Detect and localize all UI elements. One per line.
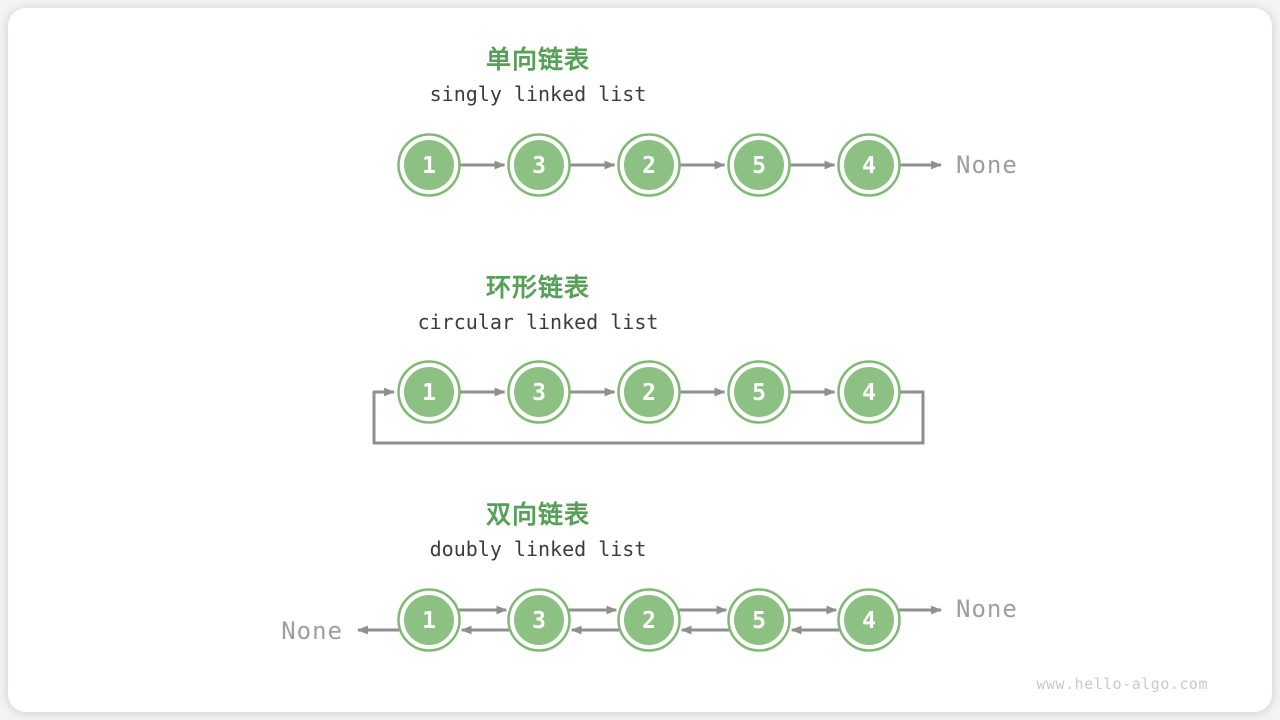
watermark: www.hello-algo.com bbox=[1036, 675, 1208, 693]
node-inner-circle bbox=[844, 140, 894, 190]
node-value: 2 bbox=[642, 153, 656, 179]
node-value: 1 bbox=[422, 608, 436, 634]
singly-linked-list-subtitle: singly linked list bbox=[429, 82, 647, 106]
loop-back-arrow bbox=[372, 387, 925, 445]
node-inner-circle bbox=[624, 140, 674, 190]
node-value: 5 bbox=[752, 380, 766, 406]
node-value: 5 bbox=[752, 153, 766, 179]
singly-linked-list-diagram: None 1 3 2 5 4 bbox=[248, 110, 1068, 222]
circular-linked-list-subtitle: circular linked list bbox=[417, 310, 659, 334]
node-value: 2 bbox=[642, 608, 656, 634]
node-inner-circle bbox=[734, 367, 784, 417]
circular-diagram-svg: 1 3 2 5 4 bbox=[372, 360, 925, 445]
none-label: None bbox=[956, 595, 1018, 623]
node-value: 1 bbox=[422, 153, 436, 179]
node-inner-circle bbox=[734, 140, 784, 190]
node-value: 1 bbox=[422, 380, 436, 406]
node-value: 4 bbox=[862, 608, 876, 634]
singly-linked-list-title: 单向链表 bbox=[485, 46, 590, 74]
node-value: 2 bbox=[642, 380, 656, 406]
node-inner-circle bbox=[844, 367, 894, 417]
node-value: 3 bbox=[532, 153, 546, 179]
node-inner-circle bbox=[624, 595, 674, 645]
none-label: None bbox=[281, 617, 343, 645]
circular-linked-list-title: 环形链表 bbox=[485, 274, 590, 302]
node-inner-circle bbox=[404, 140, 454, 190]
node-value: 3 bbox=[532, 608, 546, 634]
node-inner-circle bbox=[514, 595, 564, 645]
none-label: None bbox=[956, 151, 1018, 179]
node-inner-circle bbox=[844, 595, 894, 645]
node-inner-circle bbox=[514, 367, 564, 417]
circular-linked-list-diagram: 1 3 2 5 4 bbox=[248, 337, 1068, 449]
node-inner-circle bbox=[734, 595, 784, 645]
doubly-linked-list-title: 双向链表 bbox=[485, 501, 590, 529]
node-value: 3 bbox=[532, 380, 546, 406]
node-inner-circle bbox=[404, 367, 454, 417]
node-inner-circle bbox=[624, 367, 674, 417]
doubly-linked-list-subtitle: doubly linked list bbox=[429, 537, 647, 561]
canvas-card: 单向链表 singly linked list None 1 3 2 5 4 环形链表 c… bbox=[8, 8, 1272, 712]
node-inner-circle bbox=[404, 595, 454, 645]
node-value: 4 bbox=[862, 380, 876, 406]
node-value: 4 bbox=[862, 153, 876, 179]
node-inner-circle bbox=[514, 140, 564, 190]
singly-diagram-svg: None 1 3 2 5 4 bbox=[397, 133, 1018, 197]
node-value: 5 bbox=[752, 608, 766, 634]
